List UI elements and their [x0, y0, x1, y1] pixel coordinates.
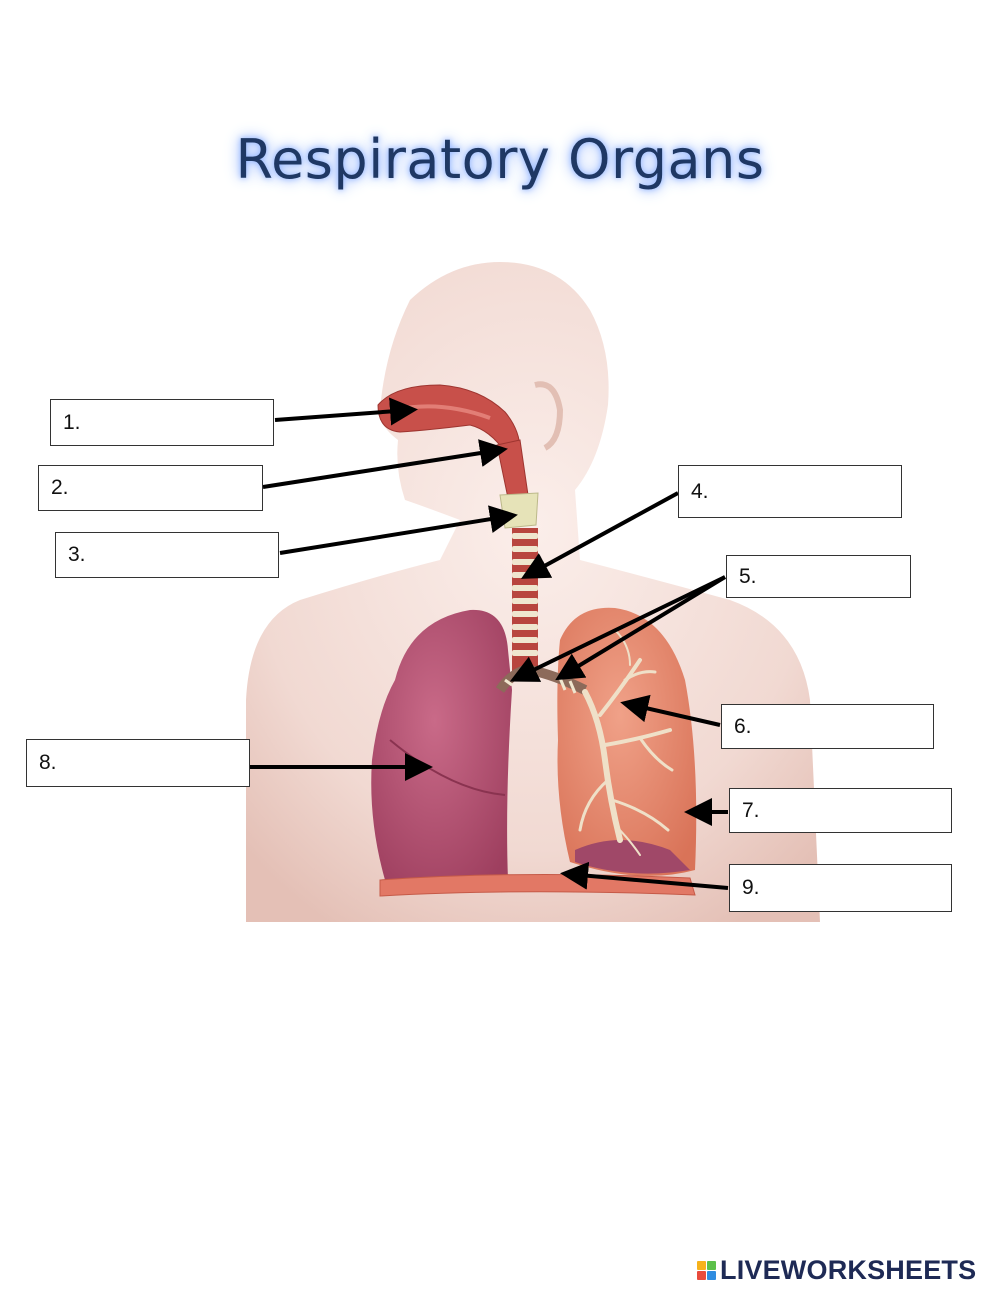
label-box-7[interactable]: 7. — [729, 788, 952, 833]
arrow-3 — [279, 505, 518, 555]
label-box-6[interactable]: 6. — [721, 704, 934, 749]
brand-text: LIVEWORKSHEETS — [720, 1254, 977, 1285]
arrow-9 — [560, 861, 729, 890]
label-box-1[interactable]: 1. — [50, 399, 274, 446]
label-number-6: 6. — [734, 714, 752, 738]
liveworksheets-logo-icon — [697, 1260, 716, 1280]
label-box-5[interactable]: 5. — [726, 555, 911, 598]
arrow-5b — [555, 575, 727, 681]
label-number-2: 2. — [51, 476, 69, 499]
larynx — [499, 492, 539, 529]
page-title: Respiratory Organs — [235, 128, 765, 191]
pointer-arrows — [250, 397, 729, 890]
label-box-4[interactable]: 4. — [678, 465, 902, 518]
label-box-2[interactable]: 2. — [38, 465, 263, 511]
respiratory-diagram — [246, 262, 820, 922]
label-box-3[interactable]: 3. — [55, 532, 279, 578]
arrow-6 — [620, 694, 721, 727]
bronchial-tree — [578, 629, 674, 856]
arrow-1 — [274, 397, 418, 426]
right-lung — [371, 609, 512, 888]
label-number-8: 8. — [39, 751, 57, 774]
label-box-8[interactable]: 8. — [26, 739, 250, 787]
label-number-5: 5. — [739, 564, 757, 588]
label-number-1: 1. — [63, 410, 81, 434]
trachea — [512, 528, 538, 673]
arrow-4 — [520, 491, 679, 579]
label-number-3: 3. — [68, 543, 86, 566]
label-number-4: 4. — [691, 479, 709, 503]
arrow-5a — [509, 575, 726, 682]
liveworksheets-brand: LIVEWORKSHEETS — [697, 1253, 976, 1287]
arrow-2 — [262, 439, 508, 489]
label-number-9: 9. — [742, 876, 760, 899]
label-box-9[interactable]: 9. — [729, 864, 952, 912]
label-number-7: 7. — [742, 798, 760, 822]
